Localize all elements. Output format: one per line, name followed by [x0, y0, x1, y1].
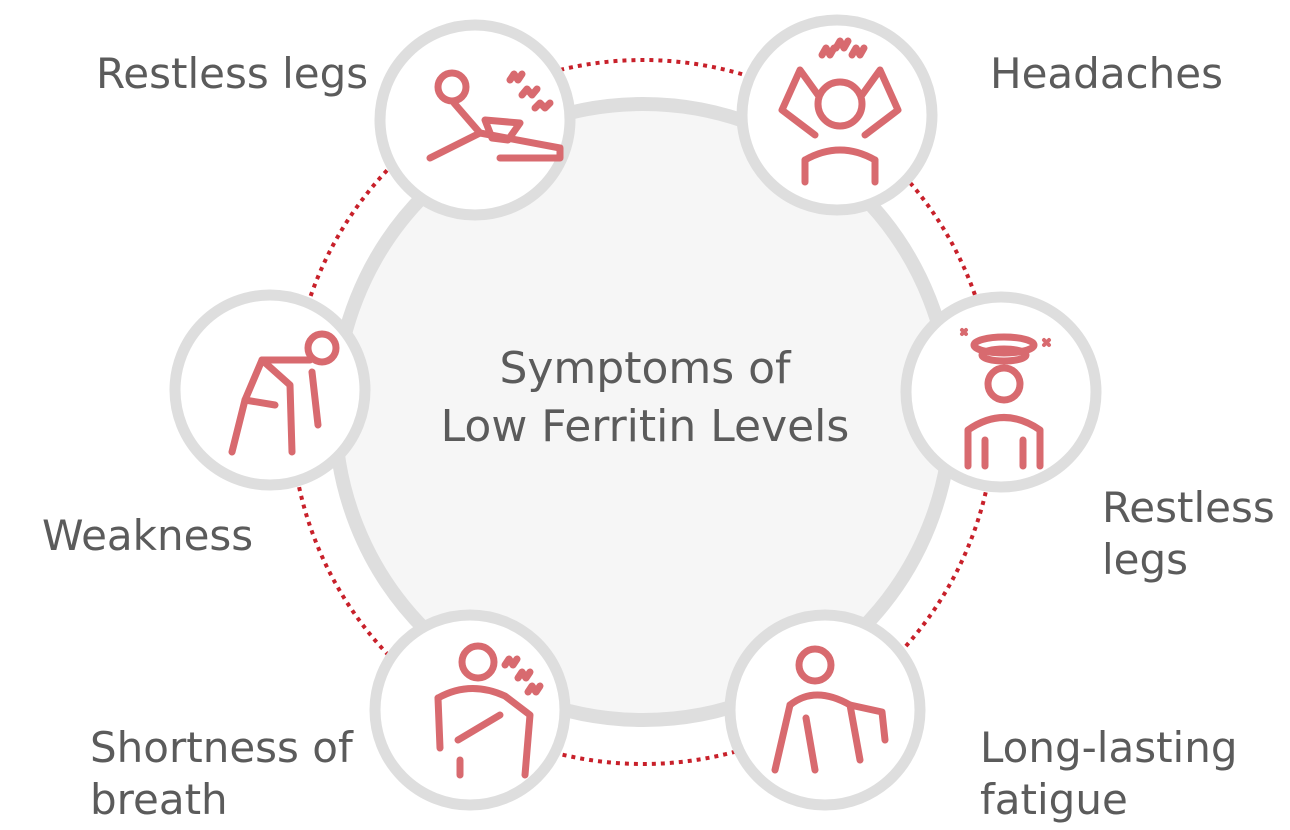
label-shortness-of-breath: Shortness of breath: [90, 723, 353, 824]
symptom-node-restless-legs-right: [900, 291, 1102, 493]
label-restless-legs-right: Restless legs: [1102, 483, 1275, 584]
label-restless-legs-top: Restless legs: [96, 49, 369, 98]
headache-icon: [778, 37, 902, 186]
label-weakness: Weakness: [42, 511, 254, 560]
label-fatigue: Long-lasting fatigue: [980, 723, 1238, 824]
restless-legs-icon: [426, 69, 564, 162]
weakness-icon: [228, 330, 340, 456]
fatigue-icon: [771, 645, 889, 774]
symptom-node-weakness: [169, 289, 371, 491]
shortness-of-breath-icon: [434, 642, 544, 779]
symptom-node-headaches: [736, 14, 938, 216]
symptom-node-shortness-of-breath: [369, 609, 571, 811]
label-headaches: Headaches: [990, 49, 1223, 98]
symptom-node-fatigue: [724, 609, 926, 811]
diagram-title: Symptoms of Low Ferritin Levels: [395, 340, 895, 456]
symptom-node-restless-legs-top: [374, 19, 576, 221]
title-line-1: Symptoms of: [499, 343, 791, 394]
title-line-2: Low Ferritin Levels: [440, 401, 850, 452]
dizziness-icon: [960, 328, 1051, 470]
